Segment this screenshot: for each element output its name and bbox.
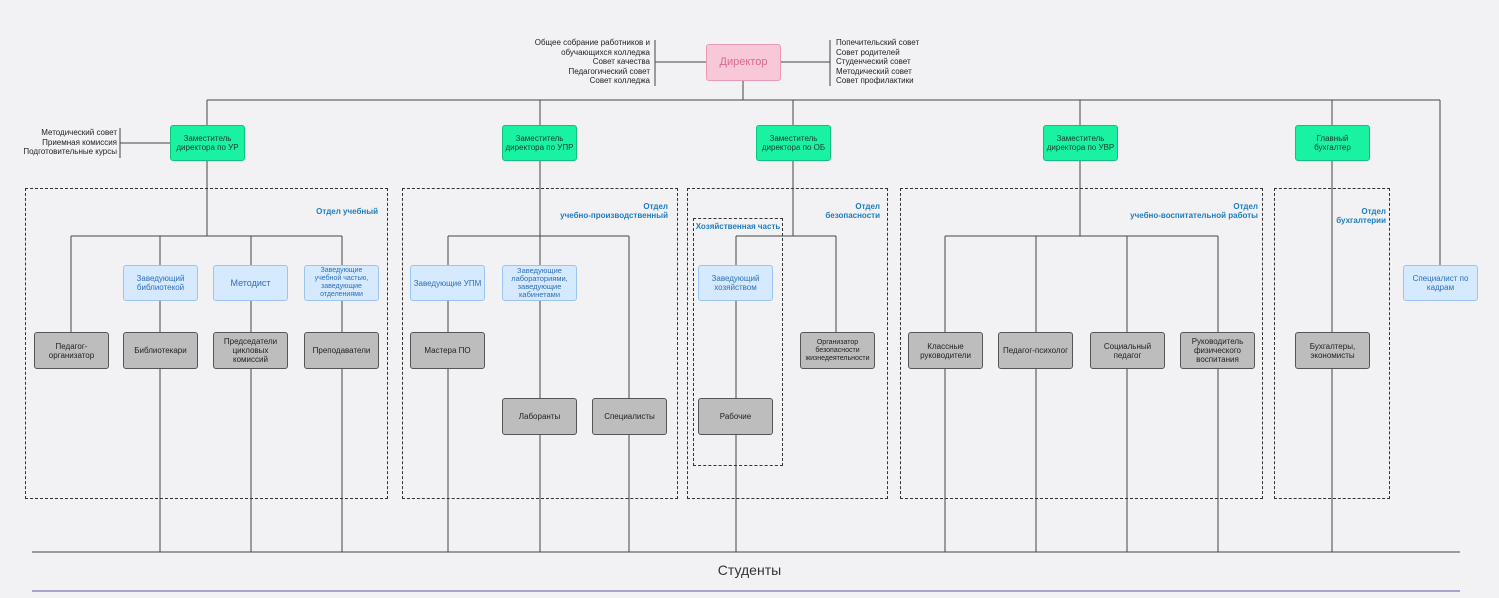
dept-household-label: Хозяйственная часть <box>695 222 781 231</box>
dept-upr-frame <box>402 188 678 499</box>
library-head-box[interactable]: Заведующий библиотекой <box>123 265 198 301</box>
dept-ur-label: Отдел учебный <box>316 207 378 216</box>
dept-ur-frame <box>25 188 388 499</box>
students-label: Студенты <box>717 562 782 578</box>
masters-box[interactable]: Мастера ПО <box>410 332 485 369</box>
deputy-uvr-box[interactable]: Заместитель директора по УВР <box>1043 125 1118 161</box>
accountants-box[interactable]: Бухгалтеры, экономисты <box>1295 332 1370 369</box>
deputy-ur-box[interactable]: Заместитель директора по УР <box>170 125 245 161</box>
pe-head-box[interactable]: Руководитель физического воспитания <box>1180 332 1255 369</box>
organizer-box[interactable]: Педагог-организатор <box>34 332 109 369</box>
deputy-ob-box[interactable]: Заместитель директора по ОБ <box>756 125 831 161</box>
dept-uvr-frame <box>900 188 1263 499</box>
lab-assistants-box[interactable]: Лаборанты <box>502 398 577 435</box>
methodist-box[interactable]: Методист <box>213 265 288 301</box>
dept-acc-frame <box>1274 188 1390 499</box>
upm-head-box[interactable]: Заведующие УПМ <box>410 265 485 301</box>
workers-box[interactable]: Рабочие <box>698 398 773 435</box>
chief-accountant-box[interactable]: Главный бухгалтер <box>1295 125 1370 161</box>
psychologist-box[interactable]: Педагог-психолог <box>998 332 1073 369</box>
deputy-upr-box[interactable]: Заместитель директора по УПР <box>502 125 577 161</box>
safety-organizer-box[interactable]: Организатор безопасности жизнедеятельнос… <box>800 332 875 369</box>
chairs-box[interactable]: Председатели цикловых комиссий <box>213 332 288 369</box>
household-head-box[interactable]: Заведующий хозяйством <box>698 265 773 301</box>
dept-household-frame <box>693 218 783 466</box>
hr-specialist-box[interactable]: Специалист по кадрам <box>1403 265 1478 301</box>
class-heads-box[interactable]: Классные руководители <box>908 332 983 369</box>
study-head-box[interactable]: Заведующие учебной частью, заведующие от… <box>304 265 379 301</box>
teachers-box[interactable]: Преподаватели <box>304 332 379 369</box>
social-pedagogue-box[interactable]: Социальный педагог <box>1090 332 1165 369</box>
dept-ob-frame <box>687 188 888 499</box>
director-box[interactable]: Директор <box>706 44 781 81</box>
librarians-box[interactable]: Библиотекари <box>123 332 198 369</box>
specialists-box[interactable]: Специалисты <box>592 398 667 435</box>
lab-head-box[interactable]: Заведующие лабораториями, заведующие каб… <box>502 265 577 301</box>
